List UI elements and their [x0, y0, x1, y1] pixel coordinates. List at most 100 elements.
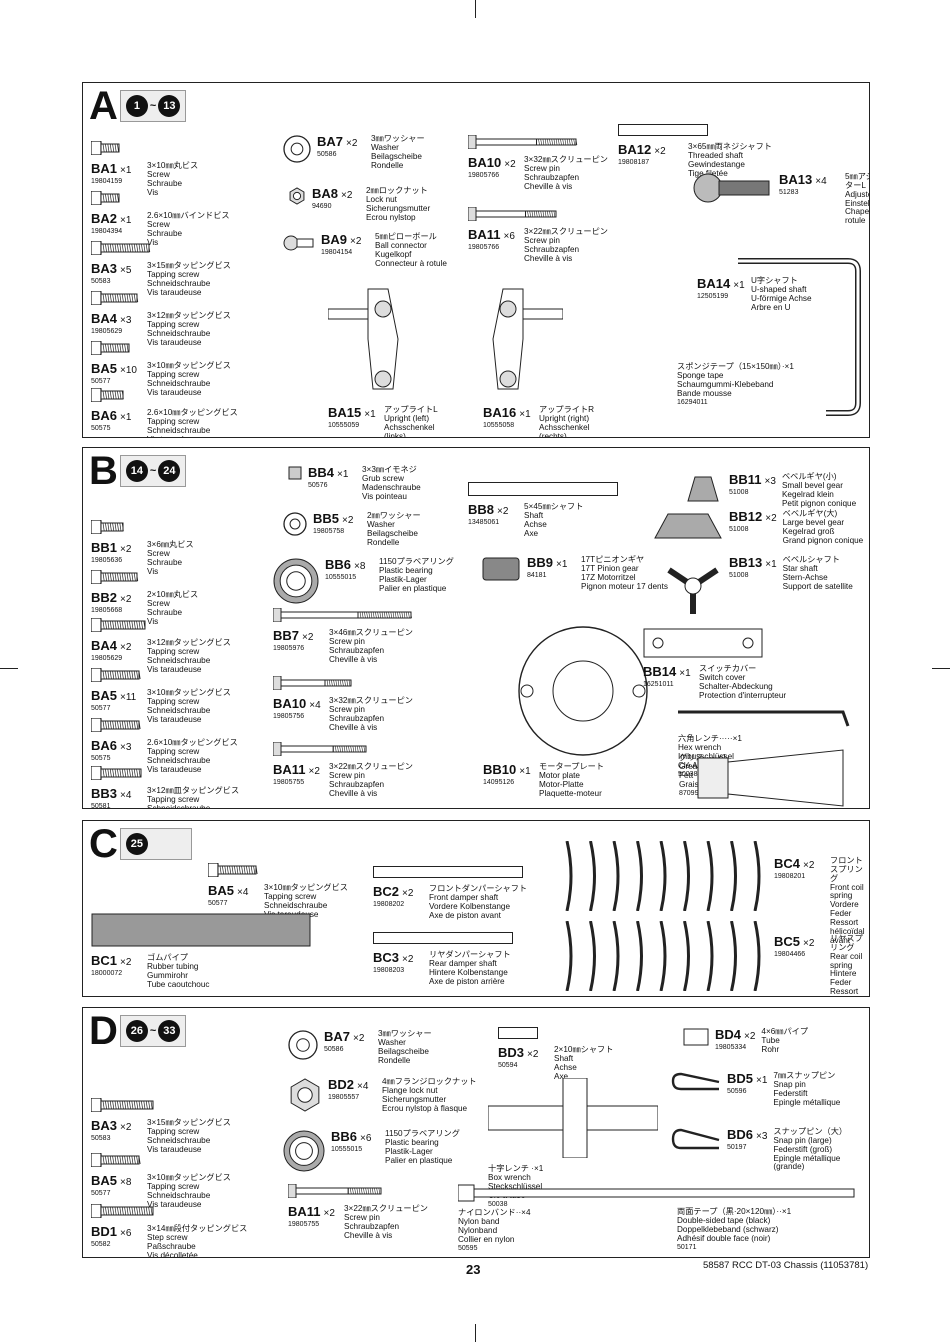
part-name-jp: 3×12㎜タッピングビス — [147, 638, 231, 647]
part-number: 51283 — [779, 188, 799, 196]
part-description-line: (grande) — [773, 1162, 805, 1172]
part-number: 19805766 — [468, 243, 500, 251]
part-code: BC3 — [373, 950, 400, 965]
shaft-icon — [498, 1027, 538, 1039]
screw-icon — [90, 717, 141, 733]
part-number: 19805629 — [91, 654, 123, 662]
part-id: BA13×4 51283 — [779, 173, 839, 196]
part-id: BA5×8 50577 — [91, 1174, 139, 1209]
part-name-jp: 3×22㎜スクリューピン — [329, 762, 413, 771]
part-description-line: Front coil spring — [830, 882, 864, 901]
part-id: BA10×4 19805756 — [273, 697, 321, 732]
part-description-line: Protection d'interrupteur — [699, 690, 787, 700]
part-number: 19805557 — [328, 1093, 360, 1101]
part-number: 19808201 — [774, 872, 806, 880]
coil-spring-icon — [565, 920, 761, 992]
part-description-line: Double-sided tape (black) — [677, 1215, 771, 1225]
part-description-line: Vis taraudeuse — [147, 337, 202, 347]
part-name-jp: スポンジテープ（15×150㎜）·×1 — [677, 362, 794, 371]
nut-icon — [290, 1078, 320, 1112]
part-description-line: Tapping screw — [147, 416, 200, 426]
part-code: BA14 — [697, 276, 731, 291]
part-id: BB5×2 19805758 — [313, 512, 361, 535]
part-code: BB5 — [313, 511, 340, 526]
part-description-line: Large bevel gear — [782, 517, 845, 527]
part-name-jp: 2㎜ワッシャー — [367, 511, 421, 520]
part-description-line: Schneidschraube — [147, 705, 211, 715]
part-number: 50577 — [208, 899, 228, 907]
part-id: BB8×2 13485061 — [468, 503, 516, 538]
part-description-line: Vis — [147, 187, 159, 197]
step-number: 14 — [125, 460, 148, 482]
section-letter: A — [89, 84, 118, 128]
part-number: 19805755 — [273, 778, 305, 786]
part-description-line: Motor plate — [539, 770, 580, 780]
coil-spring-icon — [565, 840, 761, 912]
part-code: BA11 — [468, 227, 501, 242]
part-id: BA4×2 19805629 — [91, 639, 139, 674]
part-number: 50595 — [458, 1245, 478, 1253]
part-name-jp: 3×10㎜タッピングビス — [147, 361, 231, 370]
part-code: BD4 — [715, 1027, 742, 1042]
part-description-line: Box wrench — [488, 1172, 531, 1182]
part-description-line: Epingle métallique — [773, 1153, 841, 1163]
part-description-line: Washer — [371, 142, 399, 152]
grub-screw-icon — [288, 466, 302, 480]
part-id: BB2×2 19805668 — [91, 591, 139, 626]
washer-icon — [288, 1030, 318, 1060]
part-description-line: Screw pin — [524, 163, 560, 173]
part-number: 19805755 — [288, 1220, 320, 1228]
part-description-line: Grub screw — [362, 473, 404, 483]
part-number: 50575 — [91, 754, 111, 762]
part-description-line: Rear damper shaft — [429, 958, 497, 968]
part-id: BA7×2 50586 — [317, 135, 365, 158]
part-code: BB6 — [331, 1129, 358, 1144]
part-quantity: ×1 — [120, 215, 132, 226]
part-name-jp: フロントスプリング — [830, 856, 863, 883]
part-number: 50038 — [488, 1201, 508, 1209]
part-id: BA15×1 10555059 — [328, 406, 376, 437]
screw-icon — [90, 190, 120, 206]
part-quantity: ×2 — [765, 513, 777, 524]
part-number: 19805756 — [273, 712, 305, 720]
part-description-line: Tapping screw — [147, 794, 200, 804]
part-description-line: Palier en plastique — [385, 1155, 453, 1165]
part-quantity: ×3 — [120, 315, 132, 326]
part-description-line: Sponge tape — [677, 370, 724, 380]
part-number: 19805636 — [91, 556, 123, 564]
part-description-line: Tapping screw — [147, 746, 200, 756]
part-number: 51008 — [729, 525, 749, 533]
part-id: BA14×1 12505199 — [697, 277, 745, 300]
part-description-line: Cheville à vis — [329, 788, 378, 798]
part-name-jp: 5㎜アジャスターL — [845, 172, 869, 190]
part-id: BA16×1 10555058 — [483, 406, 531, 437]
part-name-jp: 3×10㎜タッピングビス — [147, 1173, 231, 1182]
part-quantity: ×4 — [120, 790, 132, 801]
part-code: BB8 — [468, 502, 495, 517]
part-number: 19804159 — [91, 177, 123, 185]
step-number: 25 — [125, 833, 148, 855]
part-name-jp: 両面テープ（黒·20×120㎜）··×1 — [677, 1207, 792, 1216]
screw-icon — [90, 1203, 154, 1219]
part-quantity: ×1 — [765, 559, 777, 570]
part-description-line: Graisse — [679, 779, 708, 789]
part-number: 19805766 — [468, 171, 500, 179]
part-number: 19804154 — [321, 248, 353, 256]
